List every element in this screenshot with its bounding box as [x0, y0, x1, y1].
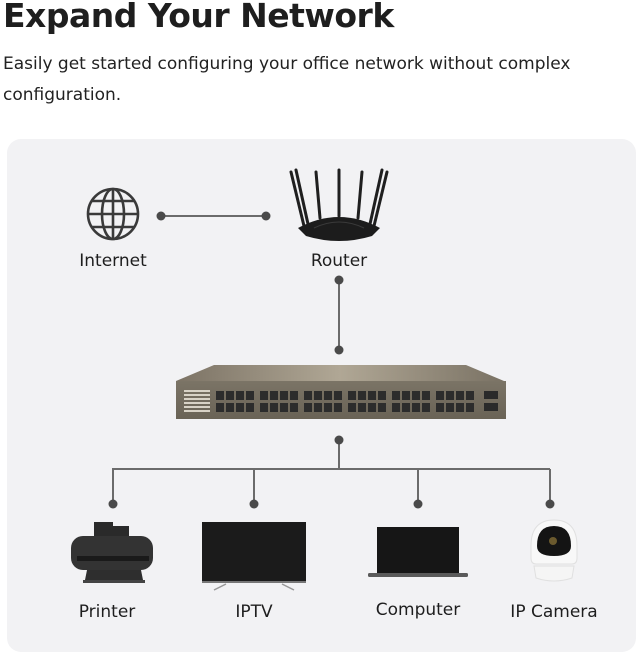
link-dot — [261, 211, 271, 221]
switch-port — [216, 391, 224, 400]
switch-port — [260, 403, 268, 412]
switch-port — [446, 391, 454, 400]
page-subtitle: Easily get started configuring your offi… — [3, 54, 571, 105]
switch-port — [412, 403, 420, 412]
switch-port — [226, 391, 234, 400]
switch-port — [358, 403, 366, 412]
node-label-ipcamera: IP Camera — [510, 602, 598, 622]
laptop-icon — [368, 527, 468, 577]
link-dot — [545, 499, 555, 509]
switch-port — [216, 403, 224, 412]
node-label-iptv: IPTV — [235, 602, 273, 622]
switch-port — [378, 391, 386, 400]
switch-port — [290, 403, 298, 412]
network-switch-icon — [176, 365, 506, 419]
switch-port — [392, 403, 400, 412]
switch-port — [290, 391, 298, 400]
switch-port — [456, 403, 464, 412]
switch-port — [436, 403, 444, 412]
switch-port — [466, 403, 474, 412]
switch-port — [304, 391, 312, 400]
switch-port — [402, 403, 410, 412]
switch-port — [280, 403, 288, 412]
printer-icon — [71, 522, 153, 583]
switch-port — [334, 391, 342, 400]
switch-port — [280, 391, 288, 400]
globe-icon — [86, 187, 140, 241]
link-dot — [413, 499, 423, 509]
switch-port — [412, 391, 420, 400]
switch-port — [314, 391, 322, 400]
switch-port — [304, 403, 312, 412]
switch-port — [334, 403, 342, 412]
switch-port — [368, 403, 376, 412]
switch-port — [446, 403, 454, 412]
node-label-router: Router — [310, 251, 368, 271]
switch-port — [436, 391, 444, 400]
page-title: Expand Your Network — [3, 0, 394, 35]
switch-port — [378, 403, 386, 412]
switch-port — [324, 391, 332, 400]
switch-port — [246, 391, 254, 400]
switch-port — [348, 403, 356, 412]
tv-icon — [202, 522, 306, 591]
switch-port — [270, 403, 278, 412]
link-dot — [334, 345, 344, 355]
switch-port — [348, 391, 356, 400]
router-icon — [289, 168, 389, 241]
node-label-printer: Printer — [78, 602, 136, 622]
switch-port — [236, 403, 244, 412]
switch-port — [422, 403, 430, 412]
link-dot — [249, 499, 259, 509]
switch-port — [246, 403, 254, 412]
node-label-internet: Internet — [79, 251, 147, 271]
switch-port — [392, 391, 400, 400]
node-label-computer: Computer — [375, 600, 461, 620]
link-dot — [334, 435, 344, 445]
switch-port — [260, 391, 268, 400]
switch-port — [466, 391, 474, 400]
switch-port — [422, 391, 430, 400]
link-dot — [108, 499, 118, 509]
link-dot — [334, 275, 344, 285]
switch-port — [402, 391, 410, 400]
switch-port — [270, 391, 278, 400]
switch-port — [226, 403, 234, 412]
switch-port — [314, 403, 322, 412]
ip-camera-icon — [530, 519, 578, 582]
switch-port — [324, 403, 332, 412]
switch-port — [236, 391, 244, 400]
switch-port — [368, 391, 376, 400]
link-dot — [156, 211, 166, 221]
switch-port — [358, 391, 366, 400]
switch-port — [456, 391, 464, 400]
